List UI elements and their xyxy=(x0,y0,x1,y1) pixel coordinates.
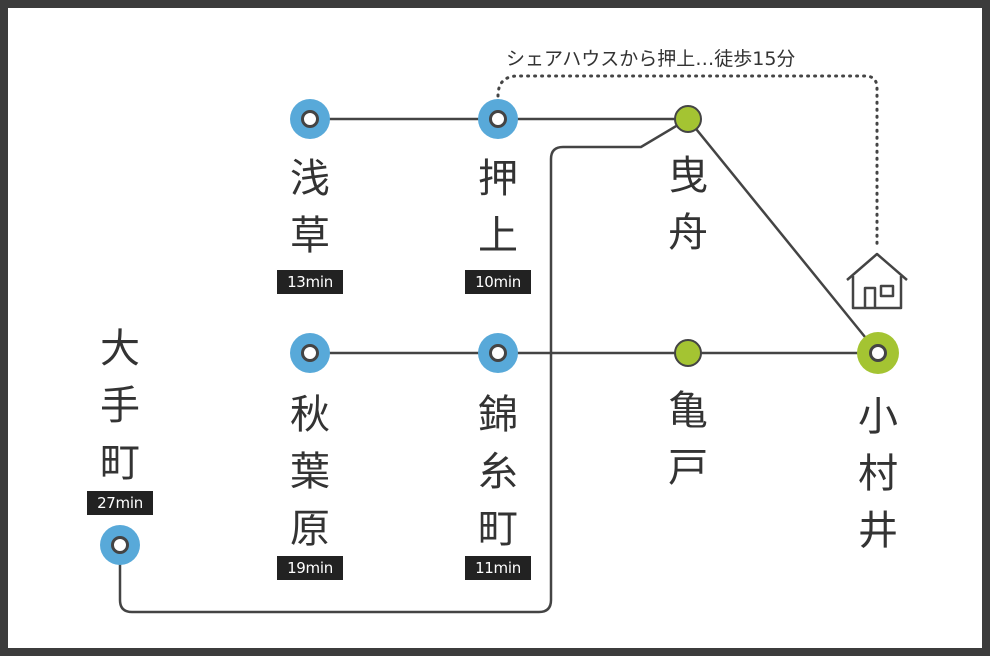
station-marker-hikifune xyxy=(674,105,702,133)
line-otemachi-hikifune xyxy=(118,117,689,614)
station-name-asakusa: 浅 草 xyxy=(290,156,330,259)
station-name-kinshicho: 錦 糸 町 xyxy=(478,392,518,552)
station-name-omurai: 小 村 井 xyxy=(858,394,898,554)
travel-time-asakusa: 13min xyxy=(277,270,343,294)
station-marker-asakusa xyxy=(290,99,330,139)
house-icon xyxy=(846,252,908,310)
travel-time-oshiage: 10min xyxy=(465,270,531,294)
station-name-oshiage: 押 上 xyxy=(478,156,518,259)
station-marker-akihabara xyxy=(290,333,330,373)
travel-time-otemachi: 27min xyxy=(87,491,153,515)
walk-path xyxy=(496,74,879,250)
travel-time-kinshicho: 11min xyxy=(465,556,531,580)
route-map: シェアハウスから押上…徒歩15分 浅 草 13min 押 上 10min 曳 舟… xyxy=(8,8,982,648)
travel-time-akihabara: 19min xyxy=(277,556,343,580)
station-marker-oshiage xyxy=(478,99,518,139)
station-name-akihabara: 秋 葉 原 xyxy=(290,392,330,552)
station-marker-otemachi xyxy=(100,525,140,565)
station-marker-kameido xyxy=(674,339,702,367)
route-lines xyxy=(100,74,908,614)
station-marker-kinshicho xyxy=(478,333,518,373)
line-hikifune-omurai xyxy=(687,118,879,354)
station-name-otemachi: 大 手 町 xyxy=(100,326,140,486)
station-name-kameido: 亀 戸 xyxy=(668,388,708,491)
station-name-hikifune: 曳 舟 xyxy=(668,153,708,256)
walk-note: シェアハウスから押上…徒歩15分 xyxy=(506,48,796,70)
station-marker-omurai xyxy=(857,332,899,374)
